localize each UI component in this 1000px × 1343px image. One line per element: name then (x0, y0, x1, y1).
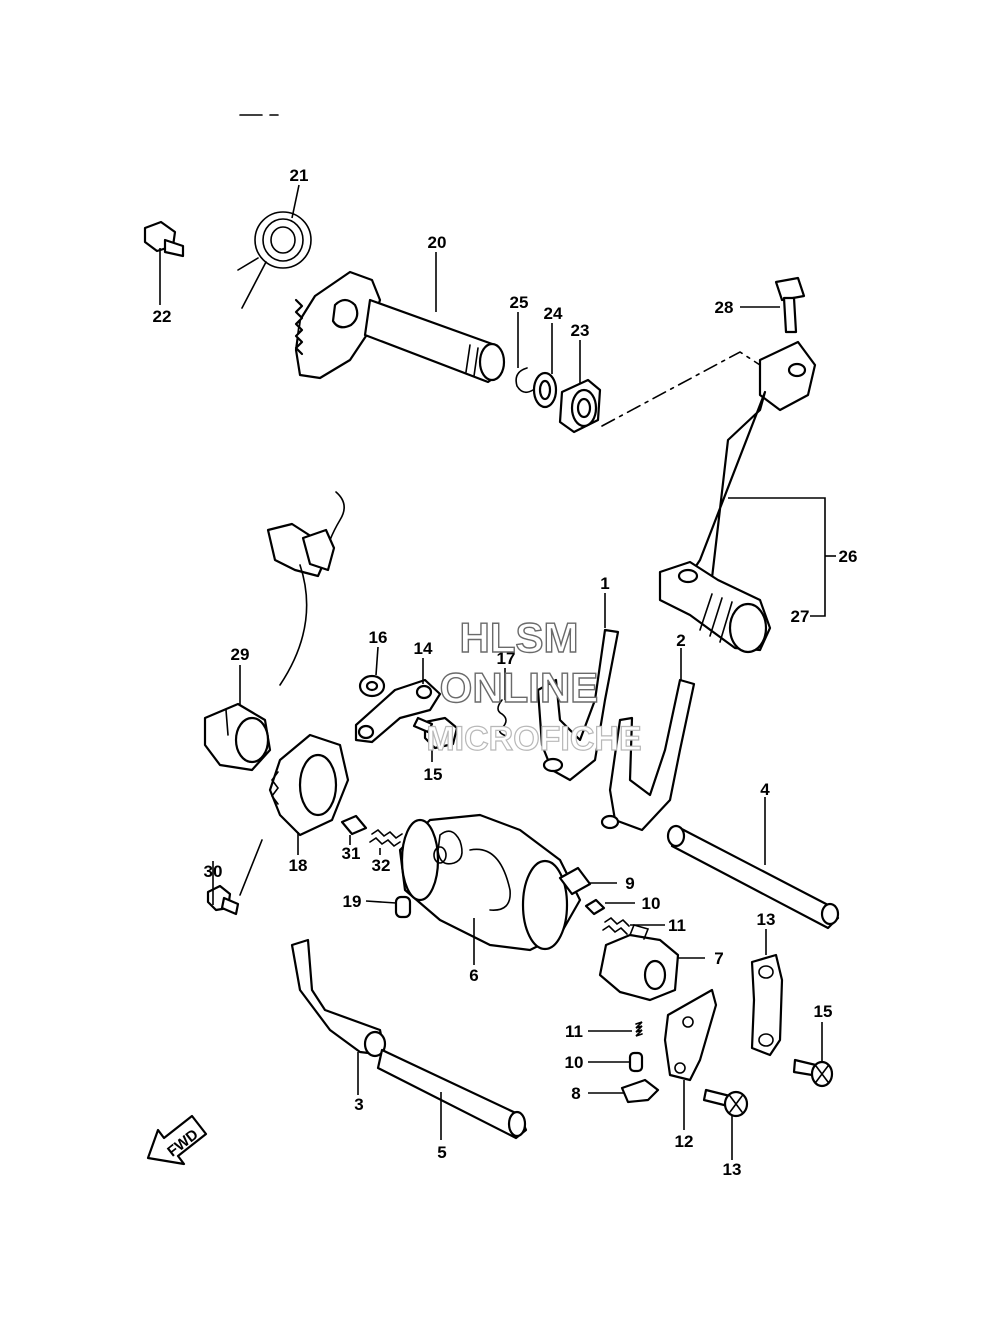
part-6-cam-drum[interactable] (398, 813, 582, 952)
callout-22: 20 (428, 233, 447, 252)
callout-31: 29 (231, 645, 250, 664)
part-11-spring-upper[interactable] (602, 916, 630, 935)
part-10-pin-upper[interactable] (584, 898, 606, 916)
callout-1: 1 (600, 574, 609, 593)
callout-24: 22 (153, 307, 172, 326)
part-29-rubber-grip[interactable] (658, 560, 772, 654)
callout-4: 4 (760, 780, 770, 799)
part-26-washer[interactable] (532, 371, 558, 409)
part-11-spring-lower[interactable] (635, 1021, 643, 1037)
callout-11-upper: 11 (668, 916, 686, 935)
callout-30: 28 (715, 298, 734, 317)
part-5-fork-shaft[interactable] (376, 1048, 528, 1140)
part-19-spring[interactable] (497, 699, 507, 737)
leader-lines (159, 184, 836, 1160)
callout-27: 25 (510, 293, 529, 312)
callout-10-upper: 10 (642, 894, 661, 913)
part-17-bolt[interactable] (412, 716, 459, 750)
callout-15: 15 (814, 1002, 833, 1021)
watermark-line-2: ONLINE (440, 664, 599, 711)
callout-9: 9 (625, 874, 634, 893)
callout-32: 30 (204, 862, 223, 881)
callout-3: 3 (354, 1095, 363, 1114)
part-27-circlip[interactable] (515, 367, 534, 394)
part-31-gear-position-switch[interactable] (203, 491, 345, 772)
part-18-washer[interactable] (358, 674, 386, 698)
callout-34: 32 (372, 856, 391, 875)
part-2-shift-fork[interactable] (600, 678, 696, 832)
part-22-gearshift-shaft[interactable] (294, 270, 506, 384)
part-10-pin-lower[interactable] (628, 1051, 644, 1073)
callout-20: 18 (289, 856, 308, 875)
callout-5: 5 (437, 1143, 446, 1162)
callout-2: 2 (676, 631, 685, 650)
part-12-plate[interactable] (663, 988, 718, 1082)
part-16-cam-stopper[interactable] (354, 678, 442, 744)
callout-29: 27 (791, 607, 810, 626)
callout-10-lower: 10 (565, 1053, 584, 1072)
part-14-plate[interactable] (750, 953, 784, 1057)
part-20-cam-plate[interactable] (268, 733, 350, 837)
callout-6: 6 (469, 966, 478, 985)
part-15-screw[interactable] (792, 1058, 834, 1088)
callout-28: 26 (839, 547, 858, 566)
part-13-screw[interactable] (702, 1088, 749, 1118)
part-7-cam-stopper[interactable] (598, 924, 680, 1002)
callout-26: 24 (544, 304, 563, 323)
part-4-fork-shaft[interactable] (666, 824, 840, 930)
part-3-shift-fork[interactable] (290, 938, 387, 1058)
callout-8: 8 (571, 1084, 580, 1103)
callout-labels: 21 22 20 25 24 23 28 26 27 16 14 17 15 2… (153, 166, 858, 1179)
watermark-line-3: MICROFICHE (426, 720, 641, 758)
part-21-dowel-pin[interactable] (394, 895, 412, 919)
part-28-gearshift-lever[interactable] (688, 340, 817, 580)
part-30-bolt[interactable] (774, 276, 806, 334)
callout-7: 7 (714, 949, 723, 968)
part-33-pin[interactable] (340, 814, 368, 836)
callout-17: 15 (424, 765, 443, 784)
callout-21: 19 (343, 892, 362, 911)
fwd-direction-arrow: FWD (146, 1114, 208, 1166)
part-23-spring[interactable] (237, 211, 312, 309)
callout-19: 17 (497, 649, 516, 668)
part-24-bolt[interactable] (143, 220, 185, 258)
callout-11-lower: 11 (565, 1022, 583, 1041)
part-25-oil-seal[interactable] (558, 378, 602, 434)
callout-23: 21 (290, 166, 309, 185)
callout-25: 23 (571, 321, 590, 340)
callout-18: 16 (369, 628, 388, 647)
callout-13: 13 (723, 1160, 742, 1179)
callout-12: 12 (675, 1132, 694, 1151)
callout-33: 31 (342, 844, 361, 863)
callout-16: 14 (414, 639, 433, 658)
watermark: HLSM ONLINE MICROFICHE (426, 613, 643, 758)
watermark-line-1: HLSM (460, 614, 579, 661)
part-1-shift-fork[interactable] (536, 628, 620, 782)
part-9-cam-guide[interactable] (558, 866, 592, 896)
part-8-pawl[interactable] (620, 1078, 660, 1104)
callout-14: 13 (757, 910, 776, 929)
part-34-spring[interactable] (369, 828, 403, 848)
